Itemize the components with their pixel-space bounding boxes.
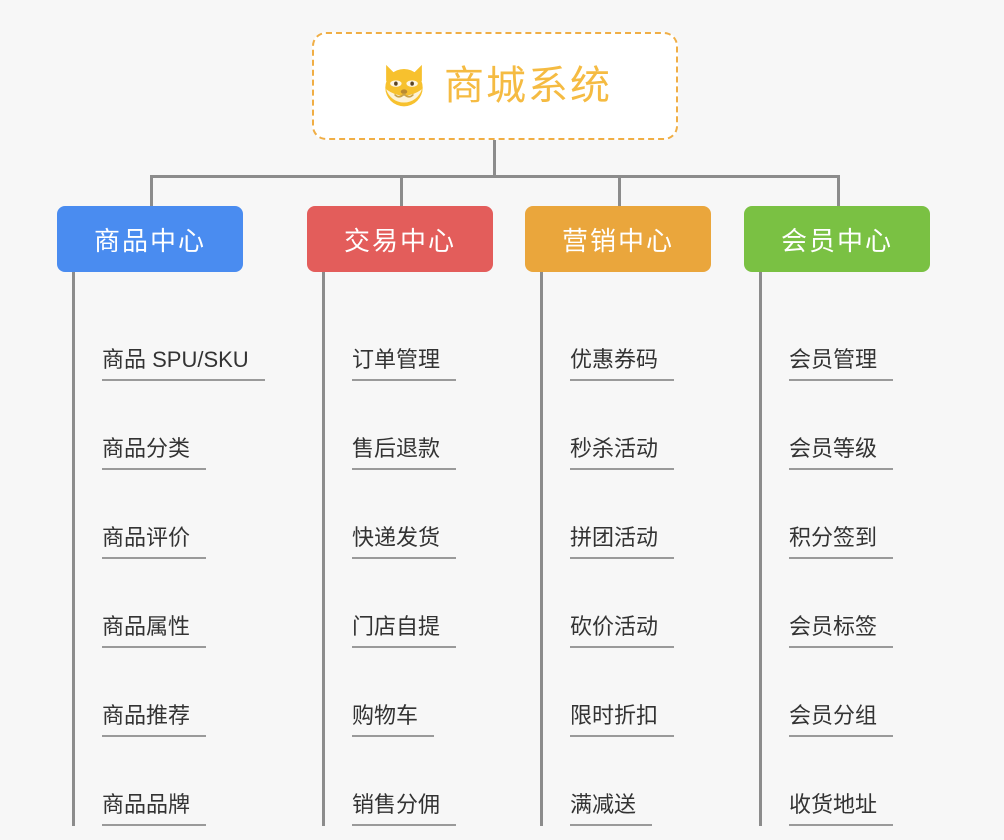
list-item[interactable]: 销售分佣 xyxy=(322,737,493,826)
list-item[interactable]: 会员标签 xyxy=(759,559,930,648)
list-item[interactable]: 售后退款 xyxy=(322,381,493,470)
list-item[interactable]: 购物车 xyxy=(322,648,493,737)
list-item-label: 会员分组 xyxy=(789,703,894,737)
list-item[interactable]: 会员分组 xyxy=(759,648,930,737)
list-item-label: 商品 SPU/SKU xyxy=(102,347,265,381)
connector-root-stem xyxy=(493,140,496,177)
branch-spine xyxy=(759,272,762,826)
branch-header[interactable]: 营销中心 xyxy=(525,206,711,272)
list-item[interactable]: 商品属性 xyxy=(72,559,243,648)
root-title: 商城系统 xyxy=(444,64,612,108)
list-item-label: 秒杀活动 xyxy=(570,436,675,470)
branch-trade-center: 交易中心 订单管理 售后退款 快递发货 门店自提 购物车 销售分佣 xyxy=(307,206,493,826)
branch-spine xyxy=(72,272,75,826)
branch-body: 商品 SPU/SKU 商品分类 商品评价 商品属性 商品推荐 商品品牌 xyxy=(72,272,265,826)
root-node[interactable]: 商城系统 xyxy=(312,32,678,140)
connector-drop-4 xyxy=(837,175,840,208)
branch-body: 订单管理 售后退款 快递发货 门店自提 购物车 销售分佣 xyxy=(322,272,493,826)
list-item-label: 售后退款 xyxy=(352,436,457,470)
list-item-label: 快递发货 xyxy=(352,525,457,559)
list-item[interactable]: 商品分类 xyxy=(72,381,243,470)
list-item-label: 门店自提 xyxy=(352,614,457,648)
list-item[interactable]: 拼团活动 xyxy=(540,470,711,559)
branch-member-center: 会员中心 会员管理 会员等级 积分签到 会员标签 会员分组 收货地址 xyxy=(744,206,930,826)
list-item[interactable]: 订单管理 xyxy=(322,292,493,381)
list-item[interactable]: 会员等级 xyxy=(759,381,930,470)
shiba-dog-face-icon xyxy=(385,64,423,107)
list-item-label: 限时折扣 xyxy=(570,703,675,737)
branch-body: 优惠券码 秒杀活动 拼团活动 砍价活动 限时折扣 满减送 xyxy=(540,272,711,826)
list-item-label: 砍价活动 xyxy=(570,614,675,648)
list-item-label: 商品推荐 xyxy=(102,703,207,737)
list-item[interactable]: 积分签到 xyxy=(759,470,930,559)
list-item[interactable]: 商品品牌 xyxy=(72,737,243,826)
list-item-label: 商品分类 xyxy=(102,436,207,470)
list-item[interactable]: 会员管理 xyxy=(759,292,930,381)
branch-header[interactable]: 商品中心 xyxy=(57,206,243,272)
list-item[interactable]: 秒杀活动 xyxy=(540,381,711,470)
list-item-label: 优惠券码 xyxy=(570,347,675,381)
connector-drop-1 xyxy=(150,175,153,208)
list-item[interactable]: 砍价活动 xyxy=(540,559,711,648)
branch-marketing-center: 营销中心 优惠券码 秒杀活动 拼团活动 砍价活动 限时折扣 满减送 xyxy=(525,206,711,826)
list-item-label: 收货地址 xyxy=(789,792,894,826)
list-item-label: 会员管理 xyxy=(789,347,894,381)
connector-drop-2 xyxy=(400,175,403,208)
list-item-label: 销售分佣 xyxy=(352,792,457,826)
list-item[interactable]: 门店自提 xyxy=(322,559,493,648)
list-item[interactable]: 商品评价 xyxy=(72,470,243,559)
list-item-label: 购物车 xyxy=(352,703,435,737)
list-item[interactable]: 优惠券码 xyxy=(540,292,711,381)
list-item-label: 商品属性 xyxy=(102,614,207,648)
list-item[interactable]: 商品 SPU/SKU xyxy=(72,292,265,381)
list-item-label: 会员标签 xyxy=(789,614,894,648)
connector-horizontal-bus xyxy=(150,175,840,178)
list-item-label: 商品评价 xyxy=(102,525,207,559)
list-item-label: 订单管理 xyxy=(352,347,457,381)
connector-drop-3 xyxy=(618,175,621,208)
list-item[interactable]: 商品推荐 xyxy=(72,648,243,737)
list-item-label: 满减送 xyxy=(570,792,653,826)
list-item[interactable]: 收货地址 xyxy=(759,737,930,826)
branch-header[interactable]: 会员中心 xyxy=(744,206,930,272)
list-item-label: 商品品牌 xyxy=(102,792,207,826)
list-item-label: 积分签到 xyxy=(789,525,894,559)
branch-product-center: 商品中心 商品 SPU/SKU 商品分类 商品评价 商品属性 商品推荐 商品品牌 xyxy=(57,206,265,826)
branch-spine xyxy=(322,272,325,826)
branch-body: 会员管理 会员等级 积分签到 会员标签 会员分组 收货地址 xyxy=(759,272,930,826)
branch-header[interactable]: 交易中心 xyxy=(307,206,493,272)
branch-spine xyxy=(540,272,543,826)
list-item-label: 会员等级 xyxy=(789,436,894,470)
list-item[interactable]: 满减送 xyxy=(540,737,711,826)
list-item[interactable]: 快递发货 xyxy=(322,470,493,559)
list-item-label: 拼团活动 xyxy=(570,525,675,559)
list-item[interactable]: 限时折扣 xyxy=(540,648,711,737)
